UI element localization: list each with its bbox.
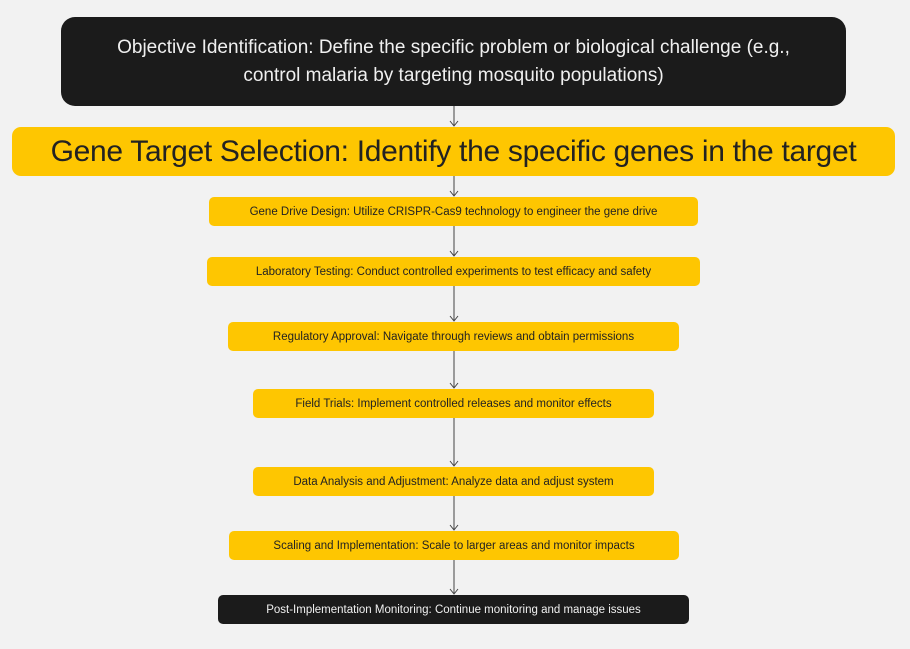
step-label: Regulatory Approval: Navigate through re… — [272, 330, 635, 343]
arrow-field-trials-to-data-analysis — [449, 418, 459, 467]
step-scaling-implementation: Scaling and Implementation: Scale to lar… — [229, 531, 679, 560]
arrow-lab-testing-to-regulatory — [449, 286, 459, 322]
step-data-analysis-adjustment: Data Analysis and Adjustment: Analyze da… — [253, 467, 654, 496]
step-regulatory-approval: Regulatory Approval: Navigate through re… — [228, 322, 679, 351]
arrow-regulatory-to-field-trials — [449, 351, 459, 389]
step-label: Data Analysis and Adjustment: Analyze da… — [293, 475, 614, 488]
step-label: Gene Drive Design: Utilize CRISPR-Cas9 t… — [249, 205, 658, 218]
step-field-trials: Field Trials: Implement controlled relea… — [253, 389, 654, 418]
step-laboratory-testing: Laboratory Testing: Conduct controlled e… — [207, 257, 700, 286]
arrow-gene-target-to-design — [449, 176, 459, 197]
arrow-objective-to-gene-target — [449, 106, 459, 127]
arrow-scaling-to-monitoring — [449, 560, 459, 595]
step-label: Post-Implementation Monitoring: Continue… — [266, 603, 641, 616]
step-post-implementation-monitoring: Post-Implementation Monitoring: Continue… — [218, 595, 689, 624]
step-label: Gene Target Selection: Identify the spec… — [50, 134, 857, 168]
arrow-data-analysis-to-scaling — [449, 496, 459, 531]
step-objective-identification: Objective Identification: Define the spe… — [61, 17, 846, 106]
step-gene-target-selection: Gene Target Selection: Identify the spec… — [12, 127, 895, 176]
step-label: Field Trials: Implement controlled relea… — [295, 397, 612, 410]
step-gene-drive-design: Gene Drive Design: Utilize CRISPR-Cas9 t… — [209, 197, 698, 226]
step-label: Laboratory Testing: Conduct controlled e… — [255, 265, 652, 278]
arrow-design-to-lab-testing — [449, 226, 459, 257]
step-label: Scaling and Implementation: Scale to lar… — [273, 539, 635, 552]
step-label: Objective Identification: Define the spe… — [117, 36, 790, 86]
